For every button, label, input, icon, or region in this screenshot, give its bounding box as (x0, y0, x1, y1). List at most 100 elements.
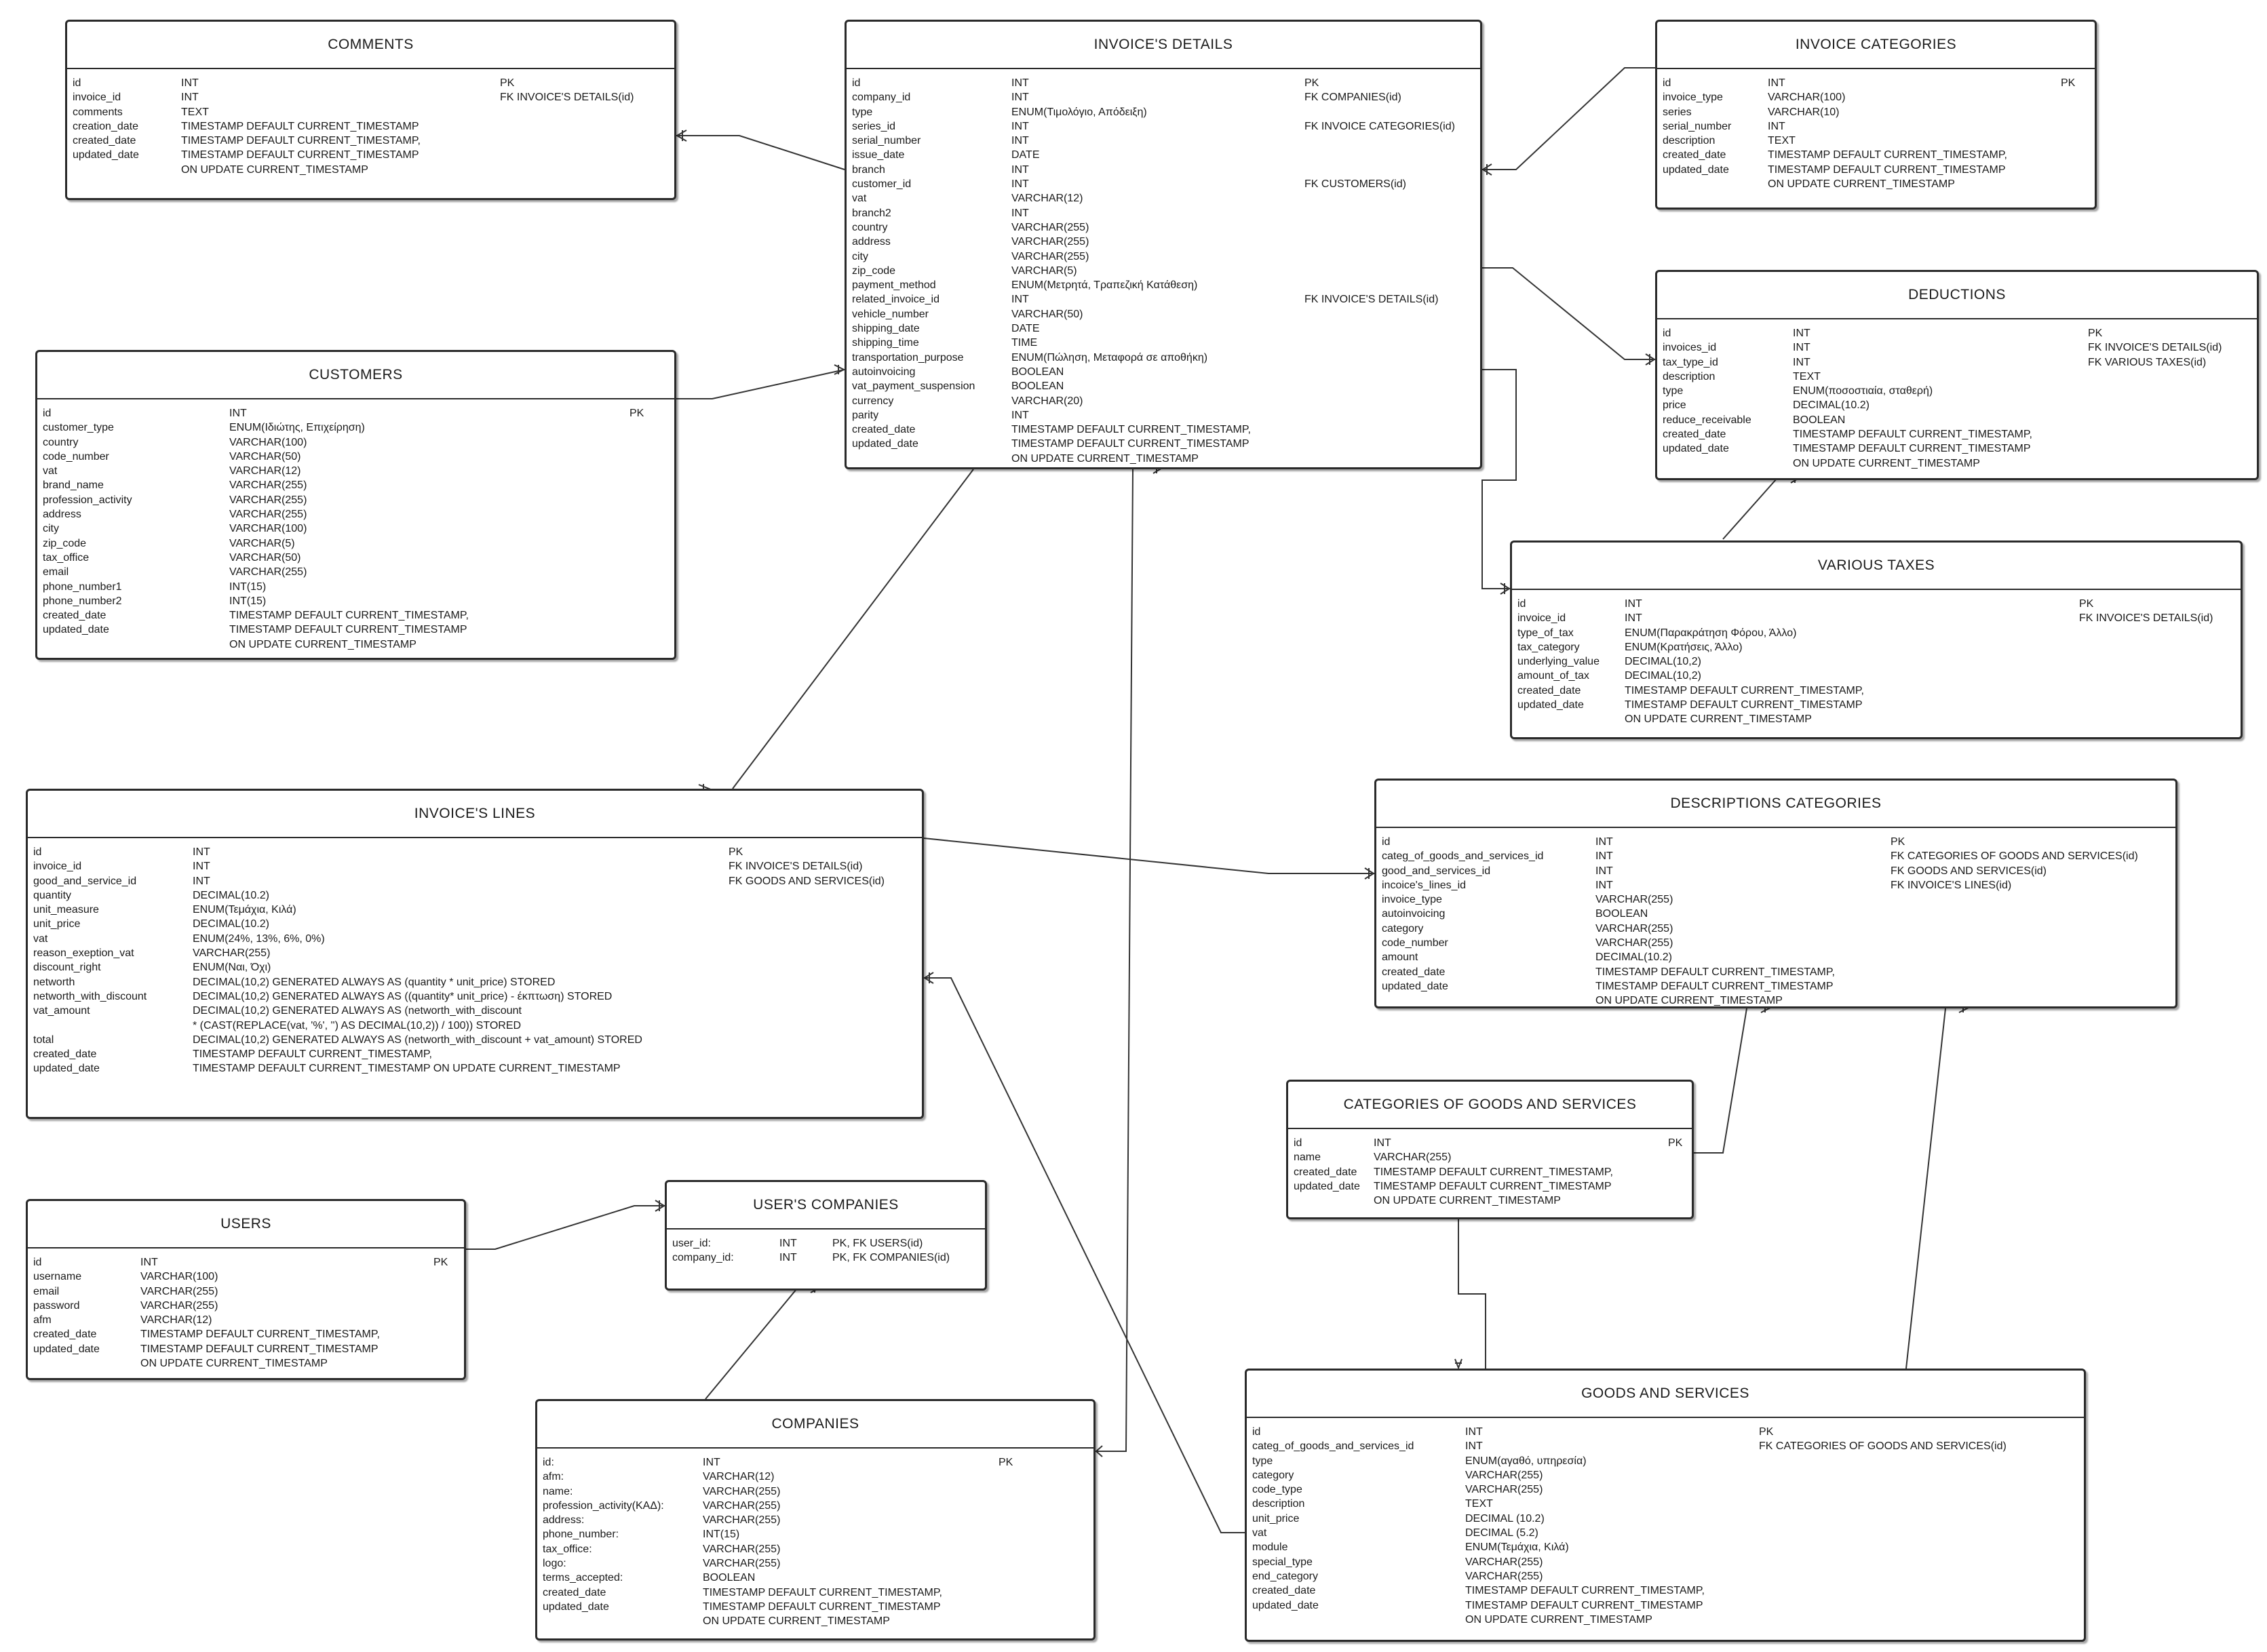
column-name: created_date (543, 1586, 606, 1598)
column-key (2061, 148, 2089, 162)
column-key (729, 1033, 916, 1047)
column-type: INT (1595, 879, 1613, 891)
table-title: GOODS AND SERVICES (1247, 1371, 2084, 1418)
column-name: tax_type_id (1663, 356, 1718, 368)
column-name: tax_office (43, 551, 90, 564)
column-name: branch2 (852, 207, 891, 219)
column-key (1759, 1468, 2078, 1482)
table-title: CUSTOMERS (37, 352, 674, 399)
column-type: DATE (1011, 149, 1040, 161)
link-invoice-lines-descriptions-categories (923, 838, 1374, 874)
column-type: VARCHAR(5) (1011, 264, 1077, 277)
column-name: created_date (33, 1048, 97, 1061)
column-name: updated_date (1663, 163, 1729, 176)
column-name: invoice_id (33, 861, 82, 873)
column-key (629, 478, 669, 492)
column-name: phone_number1 (43, 581, 122, 593)
column-type: TEXT (181, 106, 209, 118)
column-key (1891, 936, 2170, 950)
column-name: invoice_id (1517, 612, 1566, 625)
column-key (1304, 220, 1475, 235)
table-row: tax_office VARCHAR(50) (43, 551, 669, 565)
column-name: unit_measure (33, 904, 99, 916)
column-type: TIMESTAMP DEFAULT CURRENT_TIMESTAMP (1011, 438, 1249, 450)
column-name: created_date (33, 1329, 97, 1341)
column-name (1517, 712, 1625, 726)
column-name: vat (852, 193, 867, 205)
column-type: TIMESTAMP DEFAULT CURRENT_TIMESTAMP (1768, 163, 2006, 176)
table-row: logo:VARCHAR(255) (543, 1556, 1088, 1571)
column-key (1891, 979, 2170, 994)
column-name: id (1382, 836, 1391, 848)
column-type: INT (1465, 1440, 1483, 1453)
table-row: ON UPDATE CURRENT_TIMESTAMP (1517, 712, 2235, 726)
column-name: tax_category (1517, 641, 1580, 653)
column-key (1668, 1150, 1686, 1164)
column-key: FK GOODS AND SERVICES(id) (1891, 865, 2047, 877)
column-name: branch (852, 163, 885, 176)
column-type: VARCHAR(255) (1465, 1556, 1543, 1568)
column-key: PK (1891, 836, 1905, 848)
column-key (1304, 452, 1475, 466)
table-row: created_date TIMESTAMP DEFAULT CURRENT_TI… (543, 1586, 1088, 1600)
table-title: DEDUCTIONS (1657, 272, 2257, 319)
column-type: INT (229, 408, 247, 419)
column-key (1304, 307, 1475, 321)
column-type: TIMESTAMP DEFAULT CURRENT_TIMESTAMP, (181, 135, 421, 147)
column-type: VARCHAR(50) (229, 450, 301, 463)
table-row: address:VARCHAR(255) (543, 1513, 1088, 1527)
column-name: created_date (1252, 1585, 1316, 1597)
column-type: VARCHAR(5) (229, 537, 295, 549)
link-comments-invoice-details (676, 135, 845, 170)
column-name: description (1663, 135, 1716, 147)
link-descriptions-goods-services (1905, 1008, 1946, 1369)
column-name: vehicle_number (852, 308, 929, 320)
column-name (1294, 1194, 1374, 1208)
column-type: TIMESTAMP DEFAULT CURRENT_TIMESTAMP, (193, 1048, 432, 1061)
column-type: TIMESTAMP DEFAULT CURRENT_TIMESTAMP (229, 624, 467, 636)
column-key: PK (500, 77, 515, 89)
column-name: amount_of_tax (1517, 670, 1589, 682)
column-type: VARCHAR(50) (229, 551, 301, 564)
column-name: issue_date (852, 149, 905, 161)
column-name: id (1252, 1426, 1261, 1438)
column-type: VARCHAR(12) (703, 1471, 775, 1483)
column-name: shipping_date (852, 323, 920, 335)
table-row: * (CAST(REPLACE(vat, '%', '') AS DECIMAL… (33, 1019, 916, 1033)
column-type: TIMESTAMP DEFAULT CURRENT_TIMESTAMP, (703, 1586, 942, 1598)
column-key (999, 1484, 1088, 1499)
column-key: FK INVOICE'S LINES(id) (1891, 879, 2012, 891)
column-key (2088, 441, 2251, 456)
column-key (2079, 626, 2235, 640)
link-deductions-various-taxes (1722, 477, 1778, 540)
column-name: profession_activity(ΚΑΔ): (543, 1499, 664, 1512)
table-row: ON UPDATE CURRENT_TIMESTAMP (43, 637, 669, 652)
column-type: INT (1011, 294, 1029, 306)
table-title: INVOICE'S LINES (28, 791, 922, 838)
column-key (1304, 408, 1475, 422)
